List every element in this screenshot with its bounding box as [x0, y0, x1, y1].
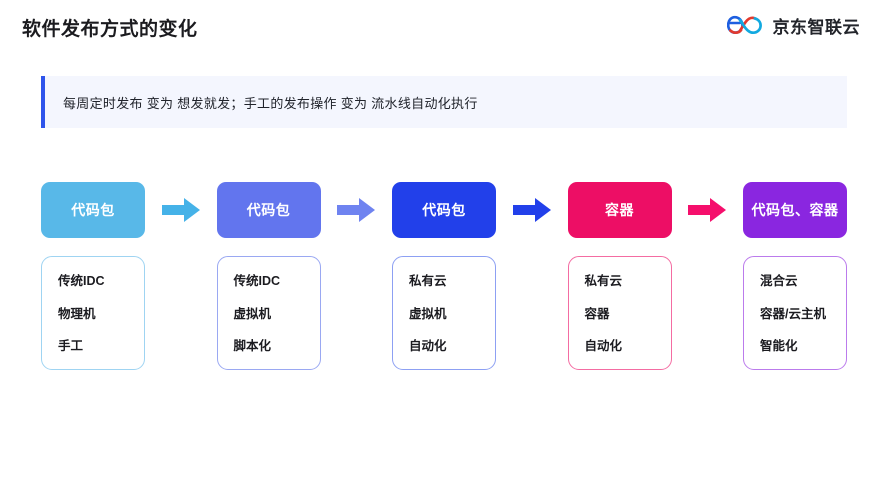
flow-arrow-4 [672, 182, 744, 238]
stage-body-5: 混合云 容器/云主机 智能化 [743, 256, 847, 370]
stage-header-2: 代码包 [216, 182, 321, 238]
stage-item: 脚本化 [233, 339, 272, 353]
page-header: 软件发布方式的变化 京东智联云 [0, 0, 882, 58]
stage-body-1: 传统IDC 物理机 手工 [41, 256, 145, 370]
stage-item: 自动化 [584, 339, 623, 353]
evolution-flow: 代码包 传统IDC 物理机 手工 代码包 传统IDC 虚拟机 脚本化 代码包 私… [41, 182, 847, 372]
stage-item: 物理机 [58, 306, 96, 321]
stage-header-4: 容器 [567, 182, 672, 238]
right-arrow-icon [512, 198, 551, 222]
callout-banner: 每周定时发布 变为 想发就发；手工的发布操作 变为 流水线自动化执行 [41, 76, 847, 128]
page-title: 软件发布方式的变化 [22, 19, 198, 40]
right-arrow-icon [337, 198, 376, 222]
brand-logo: 京东智联云 [726, 13, 861, 38]
stage-item: 自动化 [409, 339, 447, 353]
stage-item: 混合云 [760, 274, 798, 288]
flow-stage-3: 代码包 私有云 虚拟机 自动化 [392, 182, 496, 370]
stage-item: 容器 [584, 306, 610, 321]
stage-header-3: 代码包 [392, 182, 496, 238]
right-arrow-icon [688, 198, 727, 222]
jd-cloud-infinity-logo-icon [726, 15, 762, 34]
callout-text: 每周定时发布 变为 想发就发；手工的发布操作 变为 流水线自动化执行 [63, 95, 478, 111]
stage-item: 手工 [58, 339, 84, 353]
flow-stage-4: 容器 私有云 容器 自动化 [567, 182, 672, 370]
stage-item: 智能化 [760, 339, 798, 353]
flow-stage-5: 代码包、容器 混合云 容器/云主机 智能化 [743, 182, 847, 370]
right-arrow-icon [161, 198, 200, 222]
stage-header-5: 代码包、容器 [743, 182, 847, 238]
flow-arrow-3 [496, 182, 568, 238]
stage-item: 虚拟机 [233, 306, 272, 321]
flow-stage-1: 代码包 传统IDC 物理机 手工 [41, 182, 145, 370]
flow-arrow-1 [145, 182, 217, 238]
stage-body-3: 私有云 虚拟机 自动化 [392, 256, 496, 370]
stage-body-2: 传统IDC 虚拟机 脚本化 [216, 256, 321, 370]
stage-body-4: 私有云 容器 自动化 [567, 256, 672, 370]
flow-arrow-2 [321, 182, 393, 238]
stage-item: 传统IDC [58, 274, 105, 288]
stage-item: 私有云 [409, 274, 447, 288]
stage-item: 虚拟机 [409, 306, 447, 321]
flow-stage-2: 代码包 传统IDC 虚拟机 脚本化 [216, 182, 321, 370]
stage-item: 传统IDC [233, 274, 281, 288]
stage-item: 私有云 [584, 274, 623, 288]
brand-name: 京东智联云 [772, 18, 860, 37]
stage-header-1: 代码包 [41, 182, 145, 238]
stage-item: 容器/云主机 [760, 306, 826, 321]
